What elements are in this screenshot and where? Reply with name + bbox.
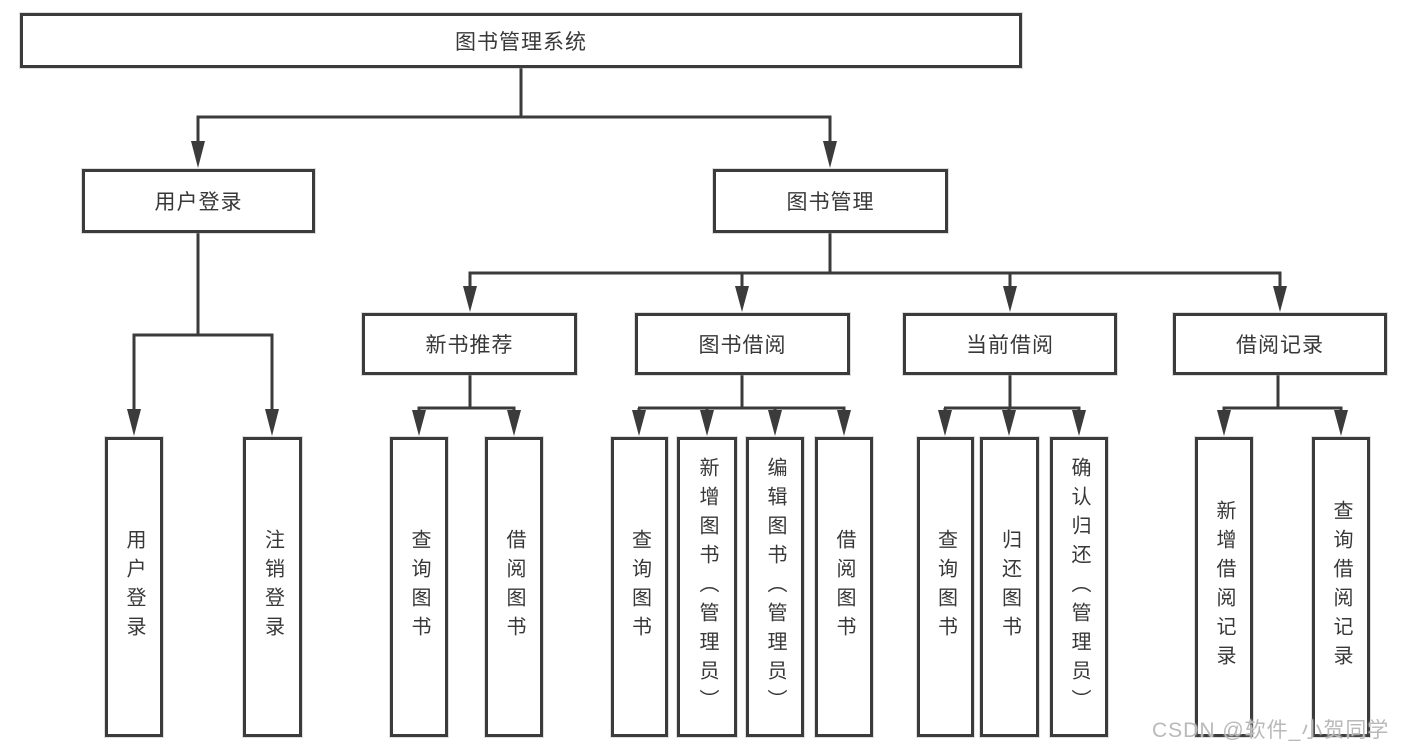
node-label: 新书推荐 [425,334,514,357]
leaf-label: 编辑图书（管理员） [764,456,786,718]
node-new-book-recommend: 新书推荐 [362,313,577,375]
leaf-label: 查询图书 [628,529,651,645]
leaf-label: 查询借阅记录 [1330,500,1352,674]
leaf-query-books-2: 查询图书 [611,437,668,737]
node-label: 图书借阅 [698,334,787,357]
node-label: 图书管理 [786,191,875,214]
leaf-label: 借阅图书 [833,529,855,645]
leaf-query-books-3: 查询图书 [917,437,974,737]
leaf-label: 确认归还（管理员） [1068,456,1090,718]
node-borrow-records: 借阅记录 [1173,313,1387,375]
leaf-logout: 注销登录 [243,437,302,737]
node-user-login: 用户登录 [82,169,315,233]
csdn-watermark: CSDN @软件_小贺同学 [1152,719,1390,742]
leaf-label: 借阅图书 [503,529,525,645]
leaf-add-books-admin: 新增图书（管理员） [677,437,737,737]
leaf-label: 查询图书 [934,529,957,645]
leaf-label: 查询图书 [408,529,430,645]
node-book-management: 图书管理 [713,169,948,233]
leaf-label: 注销登录 [261,529,284,645]
arrowhead-icons [127,141,1348,436]
node-book-borrow: 图书借阅 [635,313,850,375]
node-label: 用户登录 [154,191,243,214]
leaf-confirm-return-admin: 确认归还（管理员） [1050,437,1108,737]
node-label: 当前借阅 [966,334,1054,357]
leaf-query-borrow-record: 查询借阅记录 [1312,437,1370,737]
node-library-management-system: 图书管理系统 [20,13,1022,68]
leaf-label: 新增图书（管理员） [696,456,718,718]
node-label: 借阅记录 [1236,334,1324,357]
leaf-edit-books-admin: 编辑图书（管理员） [746,437,804,737]
leaf-borrow-books-2: 借阅图书 [815,437,873,737]
leaf-label: 新增借阅记录 [1213,500,1235,674]
leaf-borrow-books-1: 借阅图书 [485,437,543,737]
leaf-query-books-1: 查询图书 [390,437,448,737]
leaf-label: 用户登录 [123,529,145,645]
leaf-user-login: 用户登录 [105,437,163,737]
leaf-label: 归还图书 [998,529,1021,645]
leaf-return-books: 归还图书 [980,437,1039,737]
node-current-borrow: 当前借阅 [903,313,1117,375]
node-label: 图书管理系统 [455,30,587,54]
leaf-add-borrow-record: 新增借阅记录 [1195,437,1253,737]
